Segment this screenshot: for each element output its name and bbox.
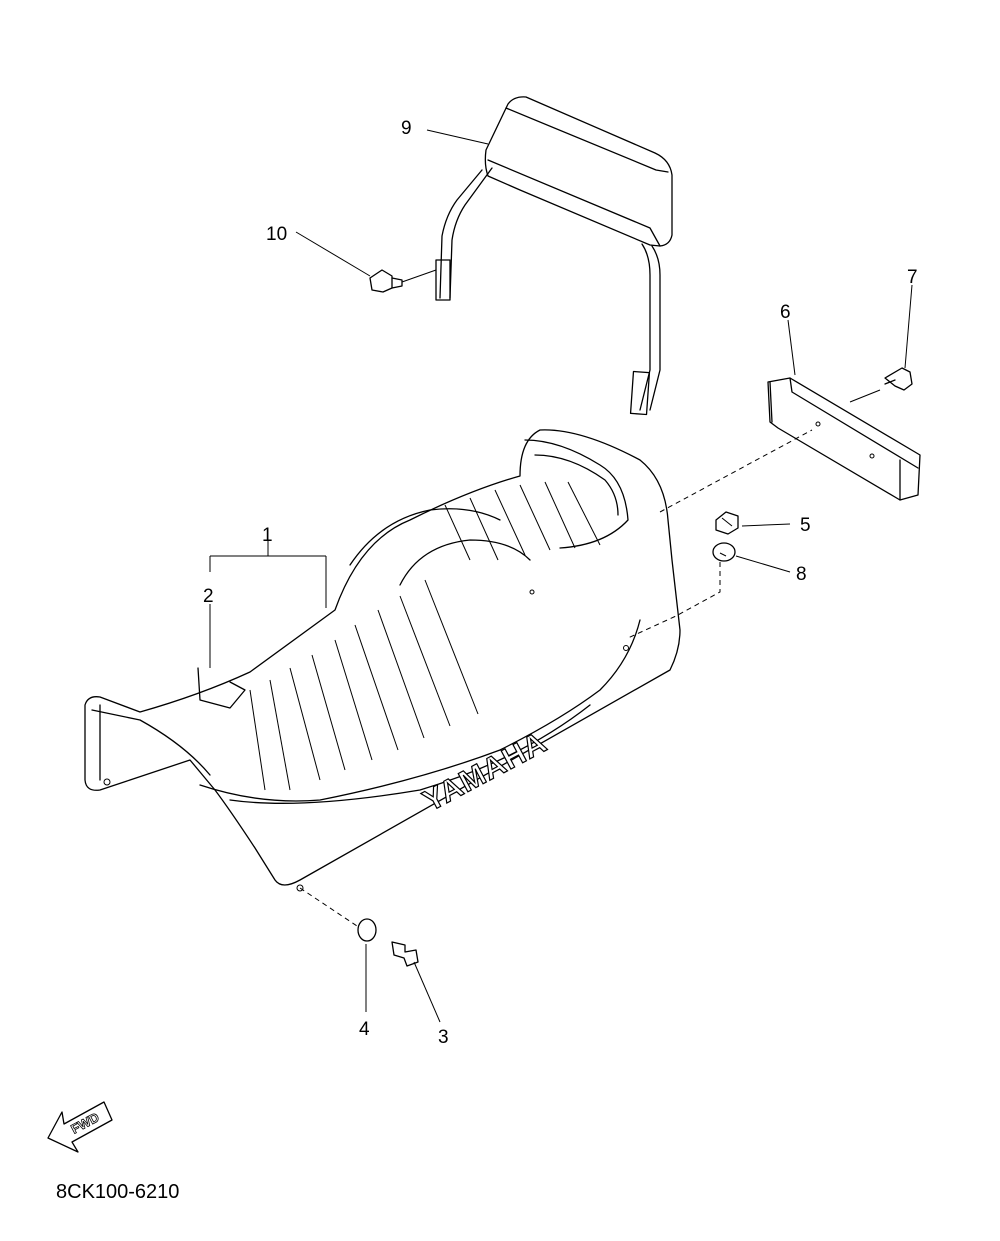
callout-10: 10 <box>266 224 287 245</box>
leader-lines <box>209 129 913 1023</box>
brand-text: YAMAHA <box>418 726 553 818</box>
callout-1: 1 <box>262 525 273 546</box>
bolt-10 <box>369 269 403 293</box>
diagram-code: 8CK100-6210 <box>56 1181 179 1203</box>
callout-6: 6 <box>780 302 791 323</box>
bolt-7 <box>884 367 913 391</box>
callout-3: 3 <box>438 1027 449 1048</box>
seat: YAMAHA <box>84 429 681 892</box>
backrest <box>435 96 673 416</box>
callout-5: 5 <box>800 515 811 536</box>
fwd-arrow-icon: FWD <box>47 1101 113 1153</box>
bolt-3 <box>391 941 419 967</box>
callout-7: 7 <box>907 267 918 288</box>
callout-2: 2 <box>203 586 214 607</box>
callout-8: 8 <box>796 564 807 585</box>
callout-9: 9 <box>401 118 412 139</box>
nut-5 <box>715 511 739 535</box>
fwd-label: FWD <box>68 1110 101 1137</box>
callout-4: 4 <box>359 1019 370 1040</box>
bracket <box>767 377 921 501</box>
washer-4 <box>357 918 377 942</box>
washer-8 <box>712 542 736 562</box>
